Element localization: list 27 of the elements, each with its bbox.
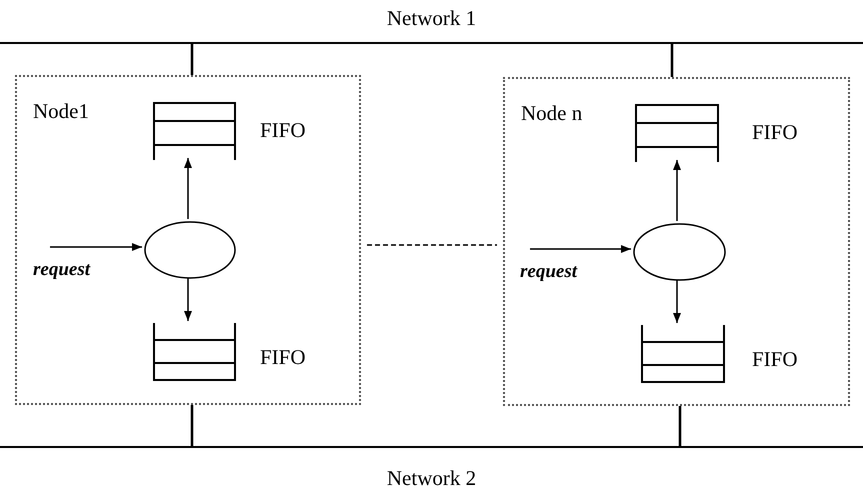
- connector-line: [190, 44, 194, 75]
- node-container: [503, 77, 850, 406]
- queue-label: FIFO: [752, 349, 798, 370]
- fifo-queue: [635, 104, 719, 162]
- arrow: [673, 160, 681, 221]
- process-ellipse: [144, 221, 236, 279]
- queue-label: FIFO: [260, 120, 306, 141]
- node-title: Node n: [521, 103, 582, 124]
- dashed-line: [367, 244, 497, 246]
- arrow: [184, 158, 192, 219]
- arrow: [50, 243, 142, 251]
- process-ellipse: [633, 223, 726, 281]
- arrow: [184, 277, 192, 321]
- connector-line: [190, 405, 194, 446]
- fifo-queue: [153, 102, 236, 160]
- network-label: Network 1: [386, 8, 476, 29]
- queue-label: FIFO: [260, 347, 306, 368]
- arrow: [673, 279, 681, 323]
- queue-label: FIFO: [752, 122, 798, 143]
- connector-line: [670, 44, 674, 77]
- fifo-queue: [153, 323, 236, 381]
- arrow: [530, 245, 631, 253]
- node-title: Node1: [33, 101, 89, 122]
- connector-line: [678, 406, 682, 446]
- network-label: Network 2: [386, 468, 476, 489]
- fifo-queue: [641, 325, 725, 383]
- node-container: [15, 75, 361, 405]
